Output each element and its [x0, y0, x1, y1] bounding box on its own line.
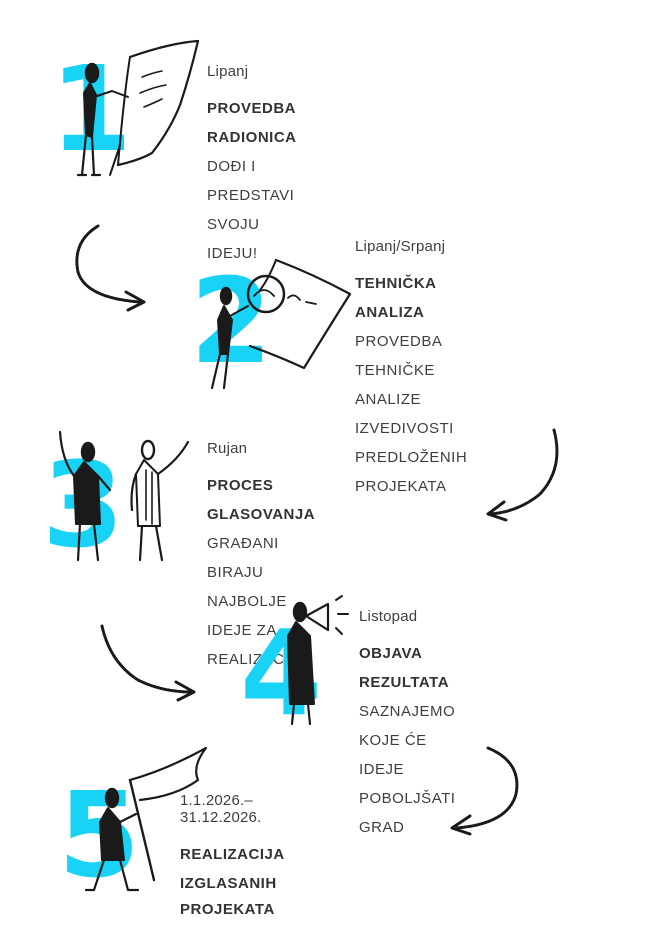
step-desc: SAZNAJEMO KOJE ĆE IDEJE: [359, 703, 456, 778]
step-title: PROVEDBA RADIONICA: [207, 100, 297, 146]
step-date: Rujan: [207, 440, 248, 457]
step-date: 1.1.2026.–31.12.2026.: [180, 792, 262, 826]
step-desc: PROVEDBA TEHNIČKE ANALIZE: [355, 333, 442, 408]
step-title: REALIZACIJA IZGLASANIH: [180, 846, 285, 892]
step-title: OBJAVA REZULTATA: [359, 645, 450, 691]
step-date: Listopad: [359, 608, 418, 625]
step-date: Lipanj/Srpanj: [355, 238, 446, 255]
step-date: Lipanj: [207, 63, 249, 80]
step-desc: IDEJE ZA REALIZACIJU: [207, 622, 309, 668]
person-flag-icon: [84, 746, 208, 892]
step-desc: PROJEKATA: [355, 478, 447, 495]
person-presenting-flipchart-icon: [76, 39, 200, 177]
person-megaphone-icon: [287, 595, 349, 726]
curved-arrow-icon: [486, 428, 559, 522]
step-title: PROJEKATA: [180, 901, 275, 918]
people-voting-icon: [58, 430, 190, 562]
step-desc: DOĐI I PREDSTAVI SVOJU IDEJU!: [207, 158, 295, 262]
person-magnifying-glass-icon: [210, 258, 352, 390]
step-title: TEHNIČKA ANALIZA: [355, 275, 436, 321]
curved-arrow-icon: [450, 746, 519, 836]
step-desc: POBOLJŠATI GRAD: [359, 790, 456, 836]
curved-arrow-icon: [100, 624, 196, 702]
curved-arrow-icon: [75, 224, 146, 312]
step-desc: GRAĐANI BIRAJU NAJBOLJE: [207, 535, 287, 610]
step-desc: IZVEDIVOSTI PREDLOŽENIH: [355, 420, 468, 466]
step-title: PROCES GLASOVANJA: [207, 477, 316, 523]
